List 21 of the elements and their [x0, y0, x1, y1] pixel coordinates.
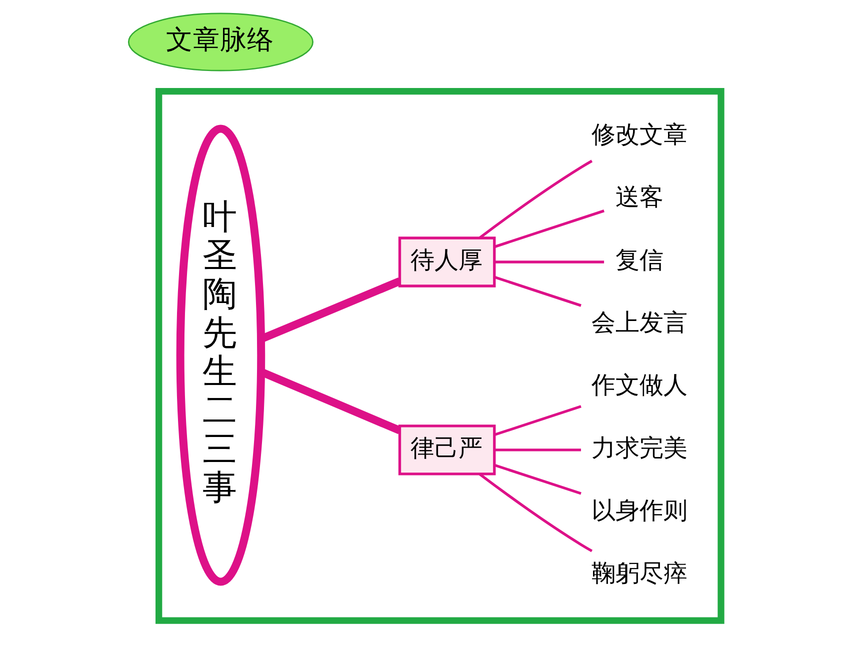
node-box: 律己严	[398, 424, 496, 476]
node-text: 以身作则	[592, 496, 688, 524]
connector	[494, 448, 581, 452]
node-ellipse: 文章脉络	[128, 12, 314, 72]
node-text: 送客	[616, 183, 664, 212]
node-text: 力求完美	[592, 434, 688, 462]
node-text: 会上发言	[592, 308, 688, 337]
node-text: 修改文章	[592, 120, 688, 149]
connector	[494, 405, 582, 436]
cluster	[156, 88, 724, 624]
node-text: 鞠躬尽瘁	[592, 559, 688, 588]
connector	[494, 210, 604, 248]
node-ellipse: 叶圣陶先生二三事	[176, 124, 266, 586]
connector	[494, 260, 604, 264]
node-box: 待人厚	[398, 236, 496, 288]
node-text: 复信	[616, 246, 664, 274]
connector	[494, 276, 582, 307]
node-text: 作文做人	[592, 371, 688, 400]
connector	[478, 160, 593, 239]
connector	[478, 473, 593, 552]
connector	[494, 464, 582, 495]
